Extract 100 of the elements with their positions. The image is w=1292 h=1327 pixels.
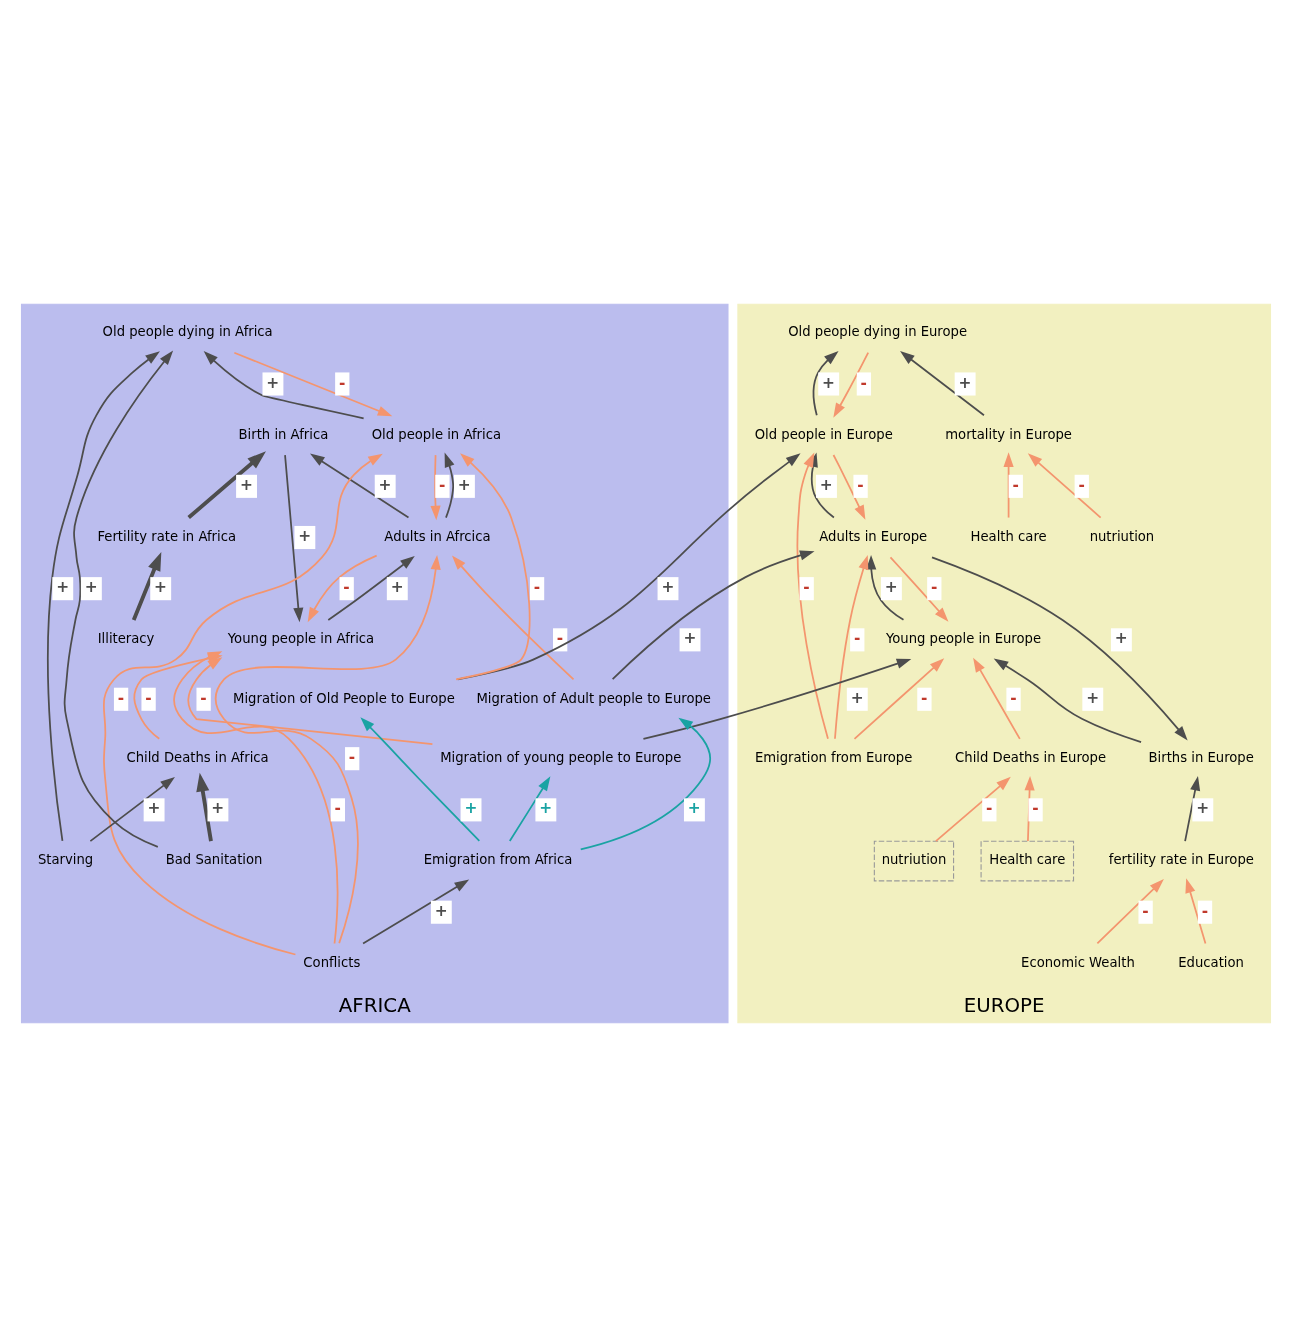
node-text: Child Deaths in Europe xyxy=(955,750,1107,766)
arrow xyxy=(46,351,160,842)
node-text: Emigration from Europe xyxy=(754,750,913,766)
arrow xyxy=(642,658,912,740)
arrow xyxy=(456,453,801,681)
edge-label: + xyxy=(239,475,253,494)
arrow xyxy=(196,772,213,842)
edge-label: + xyxy=(822,373,835,392)
node-text: Migration of Old People to Europe xyxy=(233,690,455,706)
arrow xyxy=(935,776,1011,842)
node-box: Health care xyxy=(980,840,1075,882)
arrow xyxy=(508,776,551,842)
arrow xyxy=(233,351,393,417)
arrow xyxy=(455,453,531,681)
edge-label: - xyxy=(200,688,207,707)
node-text: Starving xyxy=(37,852,94,868)
node-text: Illiteracy xyxy=(97,631,155,647)
edge-label: + xyxy=(958,373,972,392)
edge-label: + xyxy=(884,578,898,597)
edge-label: - xyxy=(533,578,541,597)
edge-label: - xyxy=(1012,475,1019,494)
edge-label: - xyxy=(1201,901,1209,920)
edge-label: - xyxy=(1010,688,1017,707)
arrow xyxy=(853,658,945,740)
node-text: Young people in Africa xyxy=(227,631,375,647)
arrow xyxy=(889,556,949,622)
node-text: Young people in Europe xyxy=(885,631,1042,647)
arrow xyxy=(1027,453,1102,519)
edge-label: - xyxy=(117,688,125,707)
node-text: Fertility rate in Africa xyxy=(97,528,237,544)
edge-label: - xyxy=(338,373,346,392)
arrow xyxy=(430,454,441,521)
edge-label: - xyxy=(145,688,152,707)
arrow xyxy=(63,350,174,848)
edge-label: + xyxy=(154,578,168,597)
arrow xyxy=(102,453,383,956)
arrow xyxy=(1024,775,1035,842)
node-text: Births in Europe xyxy=(1148,750,1254,766)
edge-label: + xyxy=(457,475,471,494)
arrow xyxy=(832,454,866,520)
edge-label: + xyxy=(464,799,478,818)
edge-label: + xyxy=(84,578,98,597)
arrow xyxy=(866,554,905,621)
edge-label: + xyxy=(661,578,675,597)
arrow xyxy=(812,351,839,417)
edge-label: + xyxy=(1114,629,1128,648)
arrow xyxy=(89,776,175,842)
node-text: Adults in Afrcica xyxy=(384,528,491,544)
edge-label: + xyxy=(298,527,312,546)
edge-label: + xyxy=(434,901,448,920)
edge-label: - xyxy=(860,373,867,392)
arrow xyxy=(579,717,712,851)
arrow xyxy=(1096,879,1164,945)
node-text: Health care xyxy=(970,528,1047,544)
edge-label: + xyxy=(147,799,161,818)
edge-label: + xyxy=(266,373,280,392)
edge-label: - xyxy=(348,748,356,767)
node-text: fertility rate in Europe xyxy=(1108,852,1254,868)
edge-label: - xyxy=(931,578,938,597)
edge-label: - xyxy=(986,799,993,818)
edge-label: - xyxy=(343,578,350,597)
node-text: Economic Wealth xyxy=(1021,954,1135,970)
arrow xyxy=(451,555,575,681)
arrow xyxy=(931,556,1188,741)
node-text: Old people dying in Europe xyxy=(788,324,968,340)
edge-label: + xyxy=(683,629,697,648)
edge-label: + xyxy=(539,799,553,818)
arrow xyxy=(833,351,870,418)
node-text: Adults in Europe xyxy=(819,528,928,544)
arrow xyxy=(203,351,365,420)
edge-label: + xyxy=(819,475,833,494)
arrow xyxy=(187,451,266,519)
arrow xyxy=(1185,878,1207,945)
edge-label: - xyxy=(1032,799,1039,818)
edge-label: + xyxy=(56,578,70,597)
edge-label: - xyxy=(334,799,341,818)
edge-label: + xyxy=(850,688,864,707)
edge-label: + xyxy=(378,475,392,494)
node-text: Bad Sanitation xyxy=(165,852,263,868)
edge-label: - xyxy=(857,475,864,494)
node-box: nutriution xyxy=(873,840,955,882)
node-text: Old people dying in Africa xyxy=(102,324,273,340)
arrow xyxy=(973,657,1021,740)
edge-label: - xyxy=(853,629,861,648)
node-text: mortality in Europe xyxy=(945,426,1072,442)
arrow xyxy=(993,658,1142,743)
edge-label: - xyxy=(803,578,810,597)
node-text: Migration of young people to Europe xyxy=(440,750,682,766)
edge-label: - xyxy=(439,475,446,494)
arrow xyxy=(214,555,441,944)
edge-label: - xyxy=(556,629,564,648)
edge-label: + xyxy=(1196,799,1210,818)
edge-label: + xyxy=(1086,688,1100,707)
node-text: Migration of Adult people to Europe xyxy=(476,690,711,706)
edge-label: + xyxy=(687,799,701,818)
node-text: nutriution xyxy=(1089,528,1155,544)
node-text: Old people in Africa xyxy=(371,426,502,442)
edge-label: - xyxy=(921,688,928,707)
arrow xyxy=(307,554,378,623)
arrow xyxy=(444,452,455,519)
